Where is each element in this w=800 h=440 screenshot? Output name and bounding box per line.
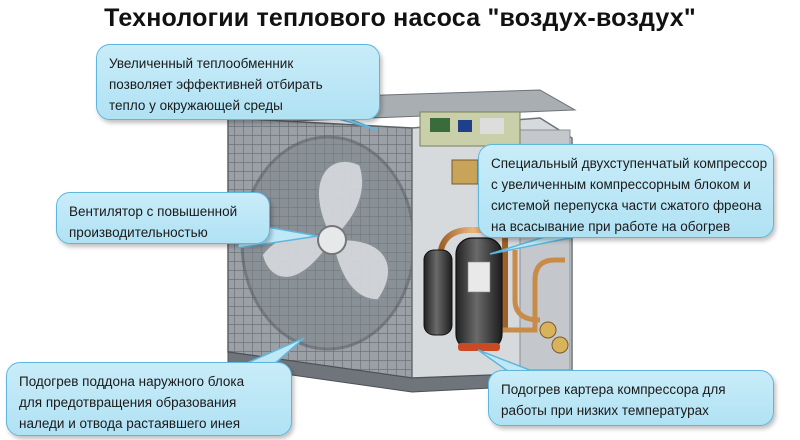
callout-line: Специальный двухступенчатый компрессор xyxy=(491,156,768,171)
callout-line: позволяет эффективней отбирать xyxy=(109,77,323,92)
callout-compressor: Специальный двухступенчатый компрессор с… xyxy=(478,144,774,238)
callout-line: наледи и отвода растаявшего инея xyxy=(19,416,241,431)
callout-line: Увеличенный теплообменник xyxy=(109,56,294,71)
service-valve xyxy=(551,336,569,354)
crankcase-heater xyxy=(458,343,500,351)
callout-line: работы при низких температурах xyxy=(501,403,709,418)
fan-icon xyxy=(261,160,390,301)
callout-line: Вентилятор с повышенной xyxy=(69,204,238,219)
callout-line: Подогрев картера компрессора для xyxy=(501,382,726,397)
callout-fan: Вентилятор с повышенной производительнос… xyxy=(56,192,270,244)
callout-line: на всасывание при работе на обогрев xyxy=(491,219,731,234)
board-component xyxy=(480,118,504,134)
callout-line: системой перепуска части сжатого фреона xyxy=(491,198,762,213)
compressor-icon xyxy=(455,237,503,351)
callout-tray-heater: Подогрев поддона наружного блока для пре… xyxy=(6,362,292,436)
callout-line: для предотвращения образования xyxy=(19,395,237,410)
callout-heat-exchanger: Увеличенный теплообменник позволяет эффе… xyxy=(96,44,380,120)
copper-pipe xyxy=(512,250,541,323)
copper-pipe xyxy=(500,257,565,333)
page-title: Технологии теплового насоса "воздух-возд… xyxy=(104,4,696,32)
board-component xyxy=(430,118,450,132)
callout-line: тепло у окружающей среды xyxy=(109,98,283,113)
callout-line: с увеличенным компрессорным блоком и xyxy=(491,177,751,192)
accumulator xyxy=(423,249,453,336)
callout-line: производительностью xyxy=(69,225,208,240)
reactor xyxy=(451,159,479,185)
board-component xyxy=(458,120,472,132)
service-valve xyxy=(539,321,557,339)
callout-crankcase-heater: Подогрев картера компрессора для работы … xyxy=(488,370,774,426)
fan-hub xyxy=(317,225,347,255)
callout-line: Подогрев поддона наружного блока xyxy=(19,374,245,389)
